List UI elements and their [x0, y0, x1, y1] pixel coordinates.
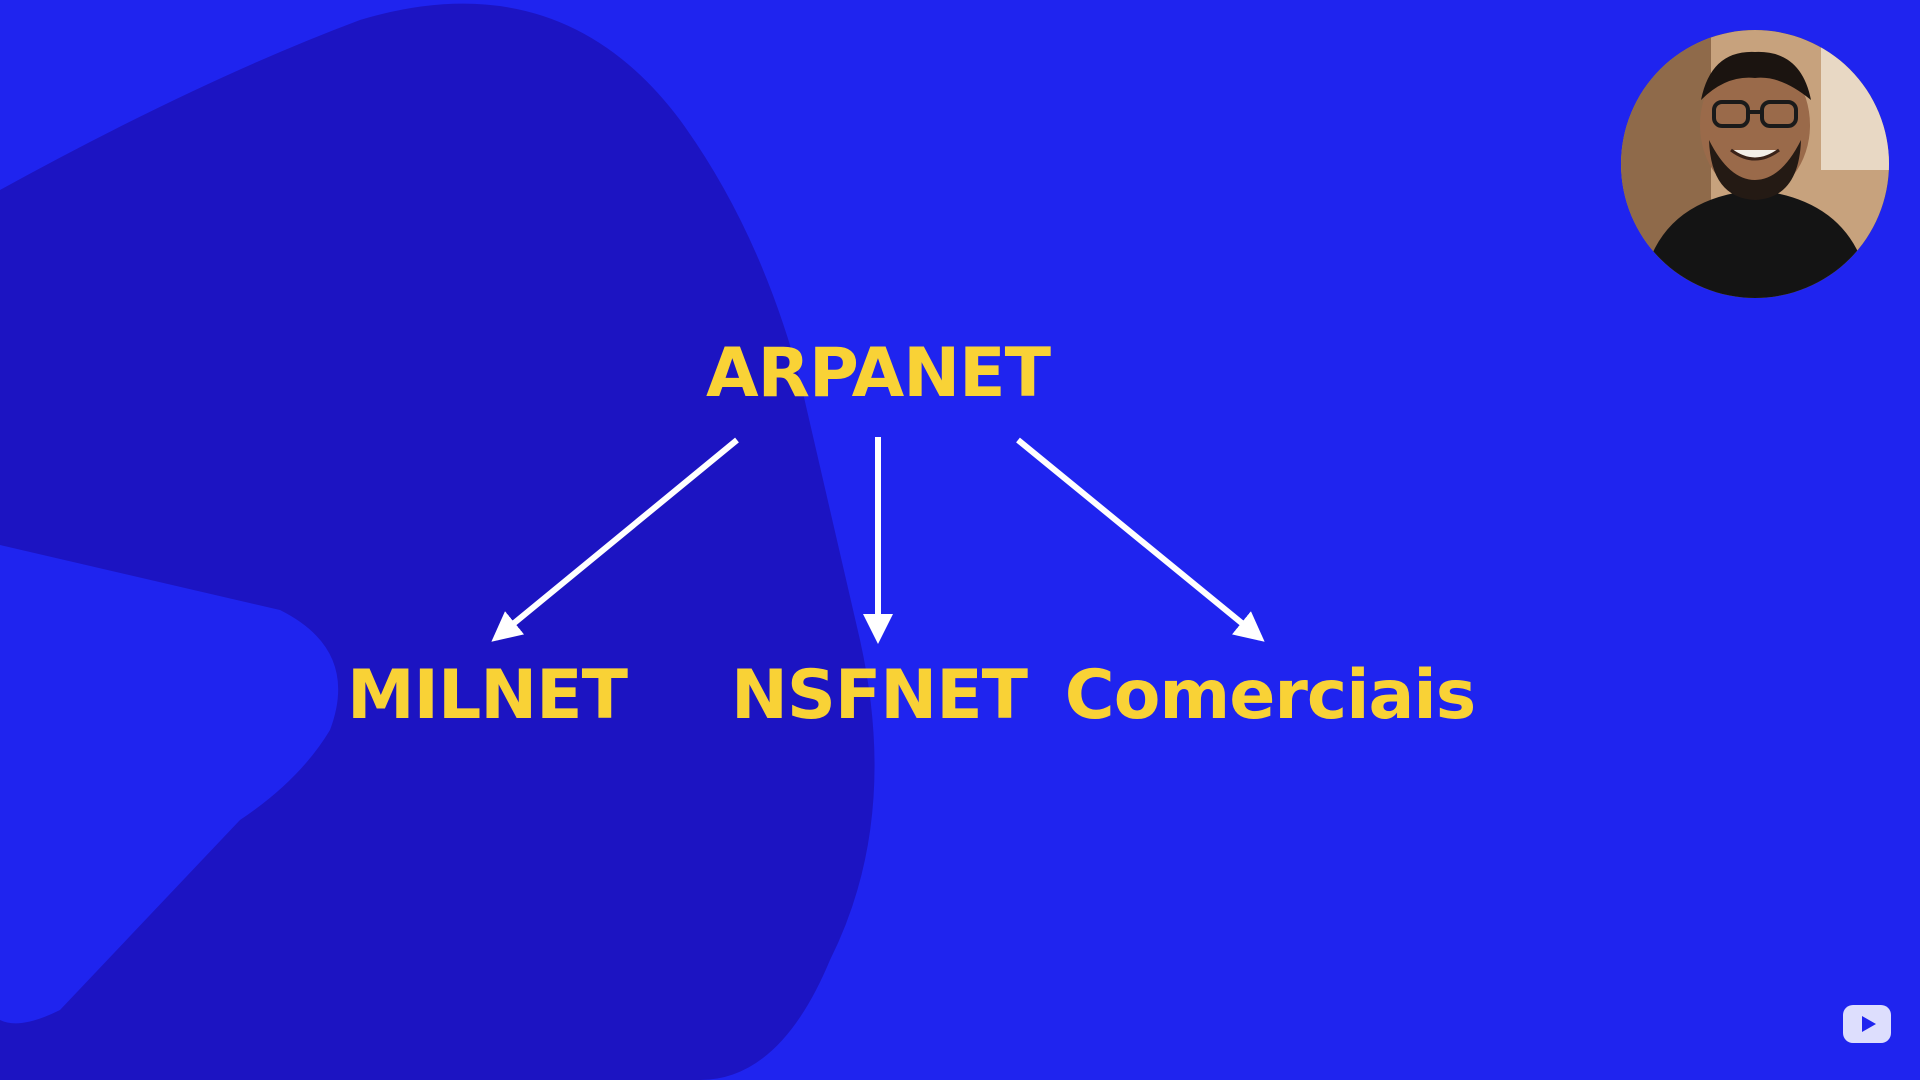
node-arpanet: ARPANET: [706, 334, 1051, 413]
arrow-to-milnet: [491, 437, 739, 642]
node-comerciais: Comerciais: [1064, 656, 1476, 735]
play-logo-icon: [1843, 1005, 1891, 1043]
arrow-to-comerciais: [1016, 437, 1265, 642]
node-milnet: MILNET: [346, 656, 628, 735]
presenter-webcam: [1621, 30, 1889, 298]
presenter-avatar-icon: [1621, 30, 1889, 298]
node-nsfnet: NSFNET: [730, 656, 1028, 735]
